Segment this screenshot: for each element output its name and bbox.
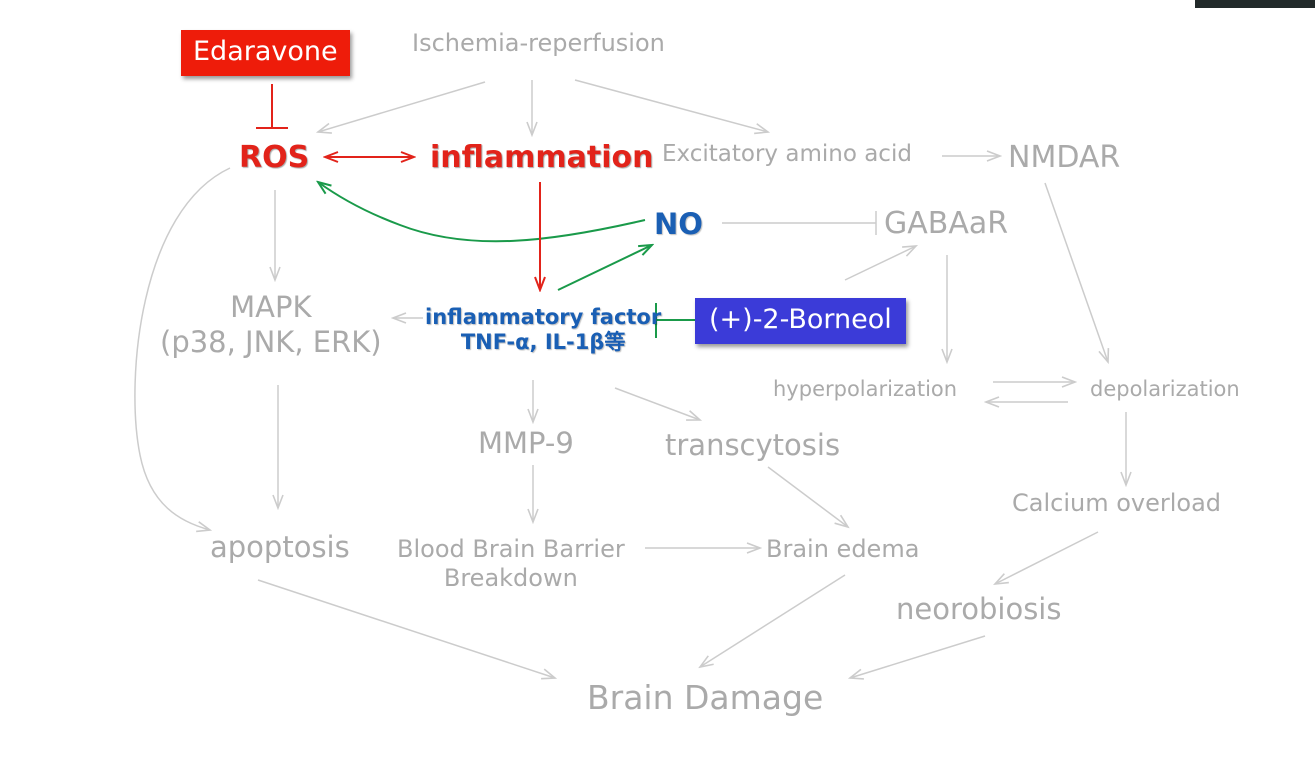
node-excitatory-amino-acid: Excitatory amino acid xyxy=(662,141,912,167)
node-ischemia-reperfusion: Ischemia-reperfusion xyxy=(412,29,665,57)
node-hyperpolarization: hyperpolarization xyxy=(773,377,958,401)
edge-transcytosis-to-edema xyxy=(767,466,848,527)
node-transcytosis: transcytosis xyxy=(665,428,841,462)
edge-ischemia-to-ros xyxy=(318,81,486,132)
node-edaravone: Edaravone xyxy=(181,30,350,77)
node-apoptosis: apoptosis xyxy=(210,530,350,564)
node-calcium-overload: Calcium overload xyxy=(1012,489,1222,517)
node-mapk: MAPK (p38, JNK, ERK) xyxy=(160,290,382,360)
edge-no-to-ros xyxy=(318,182,646,243)
mapk-line-1: MAPK xyxy=(230,290,312,324)
node-blood-brain-barrier: Blood Brain Barrier Breakdown xyxy=(397,535,625,593)
mapk-line-2: (p38, JNK, ERK) xyxy=(160,324,382,359)
node-nmdar: NMDAR xyxy=(1008,140,1121,175)
node-inflammation: inflammation xyxy=(430,140,654,175)
edge-ros-to-apoptosis xyxy=(134,167,231,530)
edge-ischemia-to-excitatory xyxy=(574,79,768,132)
bbb-line-2: Breakdown xyxy=(443,563,578,592)
edge-apoptosis-to-damage xyxy=(257,579,555,678)
edge-neorobiosis-to-damage xyxy=(850,635,986,678)
node-mmp9: MMP-9 xyxy=(478,426,574,460)
inflammatory-factor-line-2: TNF-α, IL-1β等 xyxy=(460,330,626,355)
node-borneol: (+)-2-Borneol xyxy=(695,298,906,345)
edge-nmdar-to-depolarization xyxy=(1044,182,1108,362)
edge-calcium-to-neorobiosis xyxy=(995,531,1099,584)
node-depolarization: depolarization xyxy=(1090,377,1240,401)
corner-overlay xyxy=(1195,0,1315,8)
edge-edema-to-damage xyxy=(700,574,846,667)
edge-factor-to-transcytosis xyxy=(614,387,700,420)
node-ros: ROS xyxy=(239,140,310,175)
node-inflammatory-factor: inflammatory factor TNF-α, IL-1β等 xyxy=(425,305,661,355)
node-no: NO xyxy=(654,207,703,241)
bbb-line-1: Blood Brain Barrier xyxy=(397,535,625,563)
edge-factor-to-no xyxy=(557,245,652,291)
node-neorobiosis: neorobiosis xyxy=(896,592,1062,626)
node-brain-damage: Brain Damage xyxy=(587,678,824,717)
inflammatory-factor-line-1: inflammatory factor xyxy=(425,305,662,329)
node-gabaar: GABAaR xyxy=(884,206,1009,241)
edge-borneol-to-gabaar xyxy=(844,246,916,281)
node-brain-edema: Brain edema xyxy=(766,535,920,563)
